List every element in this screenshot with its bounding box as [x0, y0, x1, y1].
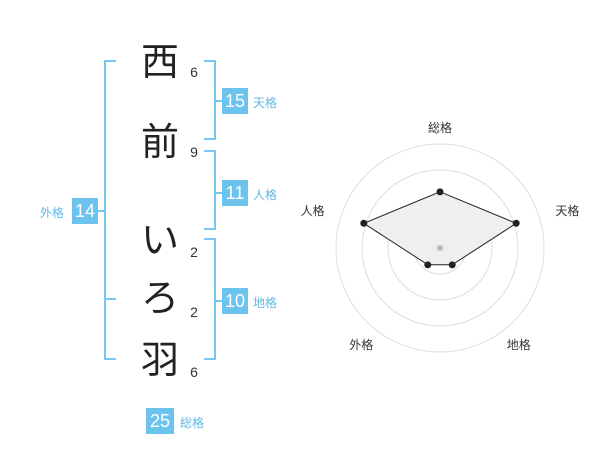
radar-point-0 — [436, 188, 444, 196]
radar-axis-label-tenkaku: 天格 — [555, 203, 579, 218]
radar-axis-label-gaikaku: 外格 — [349, 337, 373, 352]
stroke-count-3: 2 — [190, 244, 198, 260]
soukaku-value-badge: 25 — [146, 408, 174, 434]
gaikaku-value-badge: 14 — [72, 198, 98, 224]
radar-value-polygon — [362, 191, 518, 266]
stroke-count-4: 2 — [190, 304, 198, 320]
name-char-5: 羽 — [140, 338, 179, 382]
radar-point-1 — [512, 219, 520, 227]
stroke-count-5: 6 — [190, 364, 198, 380]
tenkaku-label: 天格 — [253, 96, 278, 110]
stroke-count-1: 6 — [190, 64, 198, 80]
radar-point-4 — [360, 219, 368, 227]
gaikaku-label: 外格 — [40, 206, 65, 220]
radar-point-2 — [448, 261, 456, 269]
radar-grid-ring — [361, 169, 519, 327]
name-char-3: い — [140, 218, 179, 262]
radar-point-3 — [424, 261, 432, 269]
name-char-1: 西 — [140, 40, 179, 84]
name-char-2: 前 — [140, 120, 179, 164]
radar-value-points — [360, 188, 520, 269]
tenkaku-value-badge: 15 — [222, 88, 248, 114]
soukaku-label: 総格 — [180, 416, 205, 430]
radar-axis-label-soukaku: 総格 — [428, 120, 452, 135]
chikaku-value-badge: 10 — [222, 288, 248, 314]
radar-center-dot — [437, 245, 443, 251]
jinkaku-label: 人格 — [253, 188, 278, 202]
radar-grid-ring — [335, 143, 545, 353]
jinkaku-value-badge: 11 — [222, 180, 248, 206]
name-char-4: ろ — [140, 276, 179, 320]
radar-axis-label-jinkaku: 人格 — [301, 203, 325, 218]
radar-axis-label-chikaku: 地格 — [507, 337, 531, 352]
stroke-count-2: 9 — [190, 144, 198, 160]
chikaku-label: 地格 — [253, 296, 278, 310]
